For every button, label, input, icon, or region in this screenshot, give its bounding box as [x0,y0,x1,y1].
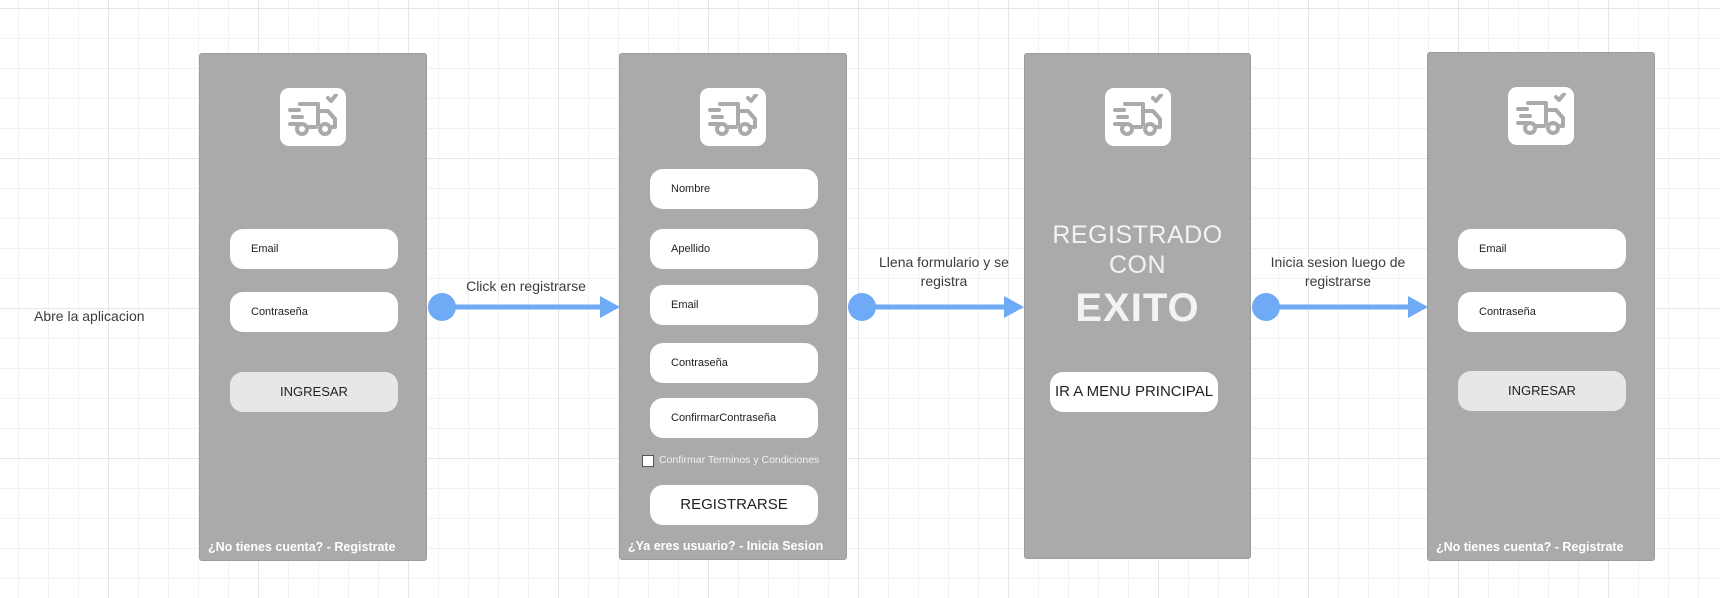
login-link[interactable]: ¿Ya eres usuario? - Inicia Sesion [628,539,824,553]
success-title-line2: CON [1108,251,1167,279]
delivery-truck-icon [280,88,346,146]
login-button[interactable]: INGRESAR [1458,371,1626,411]
success-screen: REGISTRADO CON EXITO IR A MENU PRINCIPAL [1024,53,1251,559]
register-button[interactable]: REGISTRARSE [650,485,818,525]
delivery-truck-icon [1104,88,1171,146]
login-screen-final: Email Contraseña INGRESAR ¿No tienes cue… [1427,52,1655,561]
transition-arrow-3 [1252,293,1428,321]
transition-arrow-2 [848,293,1024,321]
delivery-truck-icon [1508,87,1574,145]
password-input[interactable]: Contraseña [230,292,398,332]
password-input[interactable]: Contraseña [650,343,818,383]
transition-label-2: Llena formulario y se registra [879,254,1009,289]
terms-checkbox[interactable] [642,455,654,467]
start-label: Abre la aplicacion [34,308,145,324]
success-title-line1: REGISTRADO [1052,221,1223,249]
success-title-line3: EXITO [1075,286,1200,330]
login-screen: Email Contraseña INGRESAR ¿No tienes cue… [199,53,427,561]
terms-label: Confirmar Terminos y Condiciones [659,454,820,466]
login-button[interactable]: INGRESAR [230,372,398,412]
delivery-truck-icon [700,88,766,146]
email-input[interactable]: Email [230,229,398,269]
register-screen: Nombre Apellido Email Contraseña Confirm… [619,53,847,560]
confirm-password-input[interactable]: ConfirmarContraseña [650,398,818,438]
email-input[interactable]: Email [1458,229,1626,269]
transition-label-1: Click en registrarse [466,278,586,294]
lastname-input[interactable]: Apellido [650,229,818,269]
email-input[interactable]: Email [650,285,818,325]
transition-arrow-1 [428,293,620,321]
register-link[interactable]: ¿No tienes cuenta? - Registrate [1436,540,1624,554]
register-link[interactable]: ¿No tienes cuenta? - Registrate [208,540,396,554]
main-menu-button[interactable]: IR A MENU PRINCIPAL [1050,372,1218,412]
password-input[interactable]: Contraseña [1458,292,1626,332]
name-input[interactable]: Nombre [650,169,818,209]
transition-label-3: Inicia sesion luego de registrarse [1270,254,1406,289]
